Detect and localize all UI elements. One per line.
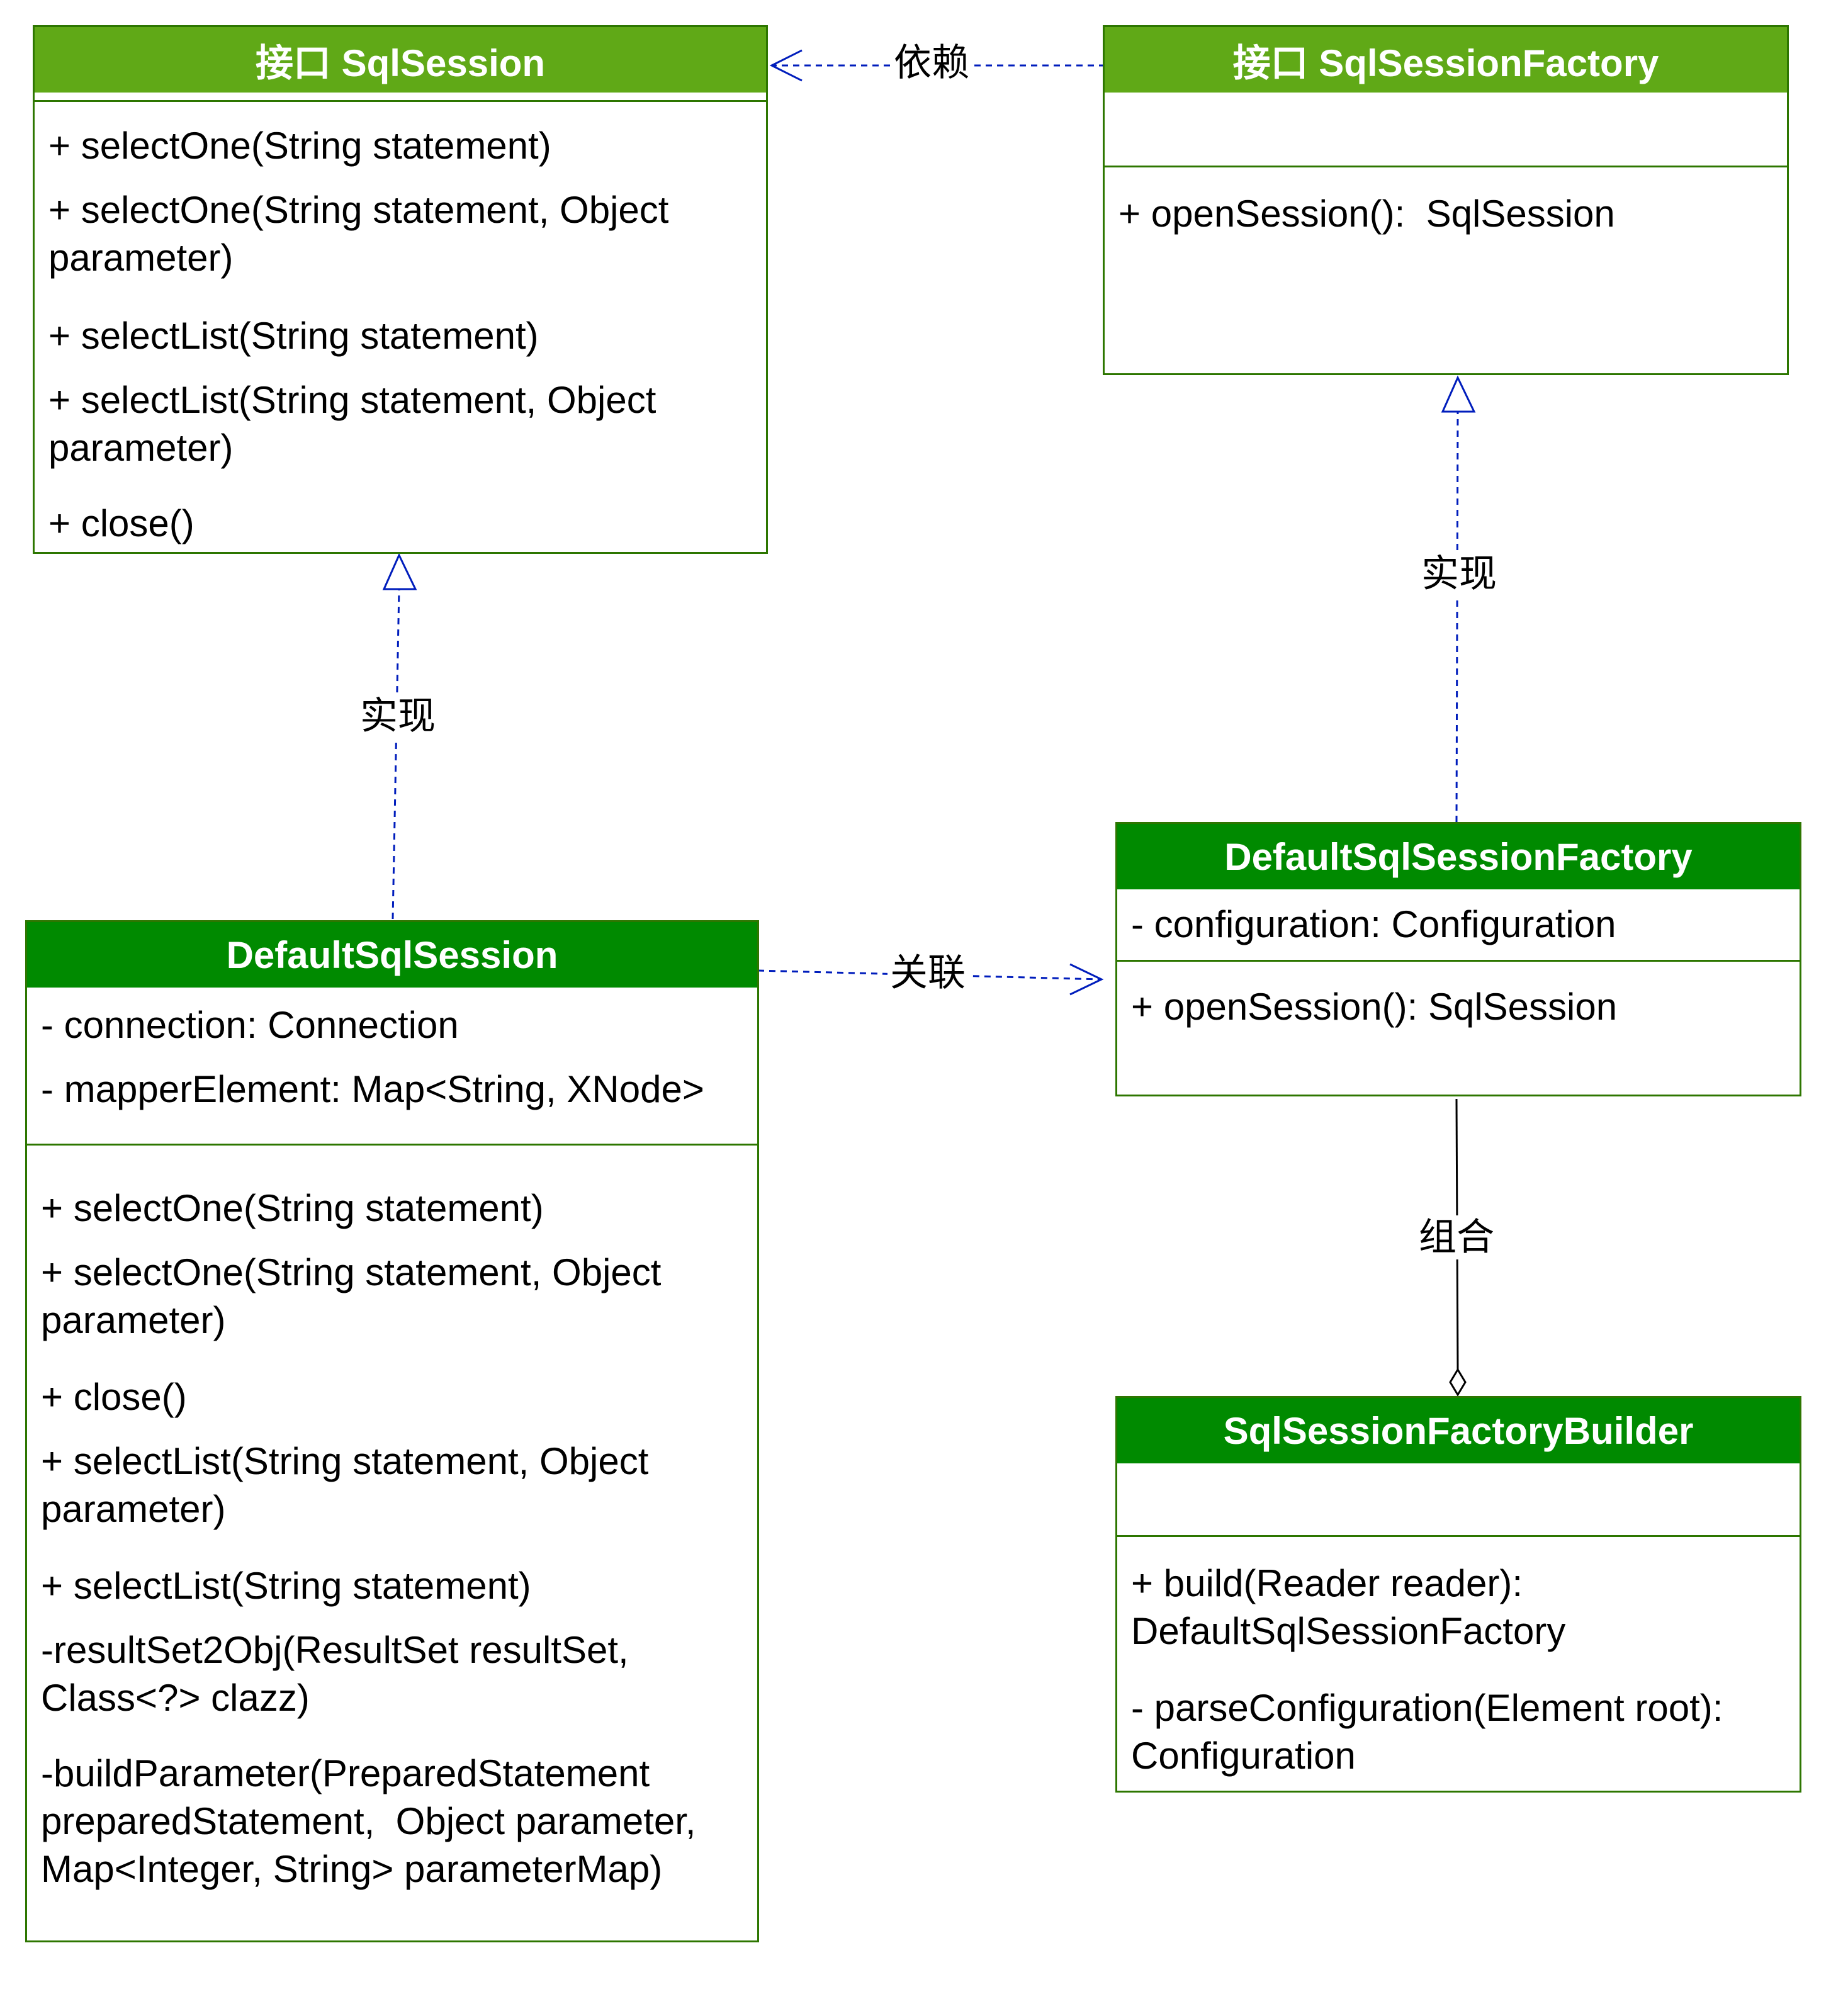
methods-section: + openSession(): SqlSession	[1105, 167, 1787, 369]
attributes-section	[1105, 93, 1787, 166]
attribute-item: - configuration: Configuration	[1131, 903, 1616, 945]
method-item: + selectList(String statement, Object pa…	[41, 1440, 660, 1530]
class-header: 接口 SqlSession	[35, 27, 766, 93]
attributes-section: - configuration: Configuration	[1117, 889, 1800, 960]
dependency-label: 依赖	[891, 41, 972, 85]
class-header: SqlSessionFactoryBuilder	[1117, 1398, 1800, 1463]
method-item: + openSession(): SqlSession	[1131, 986, 1618, 1028]
method-item: + selectOne(String statement)	[48, 125, 551, 167]
class-default-sql-session-factory[interactable]: DefaultSqlSessionFactory - configuration…	[1115, 822, 1801, 1096]
realize-session-arrowhead	[382, 553, 417, 590]
method-item: + selectOne(String statement, Object par…	[41, 1251, 672, 1341]
realize-factory-arrowhead	[1441, 375, 1476, 413]
class-header: DefaultSqlSessionFactory	[1117, 824, 1800, 889]
methods-section: + selectOne(String statement) + selectOn…	[35, 102, 766, 554]
association-arrowhead	[1069, 963, 1104, 996]
section-divider	[1105, 166, 1787, 167]
methods-section: + build(Reader reader): DefaultSqlSessio…	[1117, 1537, 1800, 1789]
section-divider	[35, 100, 766, 102]
attributes-section: - connection: Connection - mapperElement…	[27, 988, 757, 1144]
method-item: + selectList(String statement)	[41, 1565, 531, 1607]
method-item: + build(Reader reader): DefaultSqlSessio…	[1131, 1562, 1566, 1652]
class-sql-session-factory-builder[interactable]: SqlSessionFactoryBuilder + build(Reader …	[1115, 1396, 1801, 1793]
realize-factory-edge[interactable]	[1455, 411, 1459, 823]
realize-session-label: 实现	[358, 694, 438, 738]
method-item: + selectOne(String statement)	[41, 1187, 544, 1229]
realize-factory-label: 实现	[1419, 552, 1499, 596]
composition-diamond	[1449, 1368, 1467, 1397]
method-item: + selectList(String statement)	[48, 315, 539, 357]
dependency-arrowhead	[769, 49, 803, 82]
attributes-section	[1117, 1463, 1800, 1535]
composition-label: 组合	[1416, 1215, 1497, 1259]
method-item: + close()	[41, 1376, 187, 1418]
class-sql-session[interactable]: 接口 SqlSession + selectOne(String stateme…	[33, 25, 768, 554]
section-divider	[1117, 960, 1800, 962]
attributes-section	[35, 93, 766, 100]
class-sql-session-factory[interactable]: 接口 SqlSessionFactory + openSession(): Sq…	[1103, 25, 1789, 375]
method-item: + close()	[48, 502, 194, 544]
method-item: + openSession(): SqlSession	[1118, 193, 1615, 235]
method-item: + selectOne(String statement, Object par…	[48, 189, 680, 279]
class-default-sql-session[interactable]: DefaultSqlSession - connection: Connecti…	[25, 920, 759, 1942]
class-header: DefaultSqlSession	[27, 922, 757, 988]
attribute-item: - mapperElement: Map<String, XNode>	[41, 1068, 704, 1110]
realize-session-edge[interactable]	[392, 588, 400, 920]
method-item: - parseConfiguration(Element root): Conf…	[1131, 1687, 1734, 1777]
association-label: 关联	[887, 951, 968, 995]
methods-section: + selectOne(String statement) + selectOn…	[27, 1146, 757, 1939]
attribute-item: - connection: Connection	[41, 1004, 459, 1046]
method-item: -resultSet2Obj(ResultSet resultSet, Clas…	[41, 1629, 639, 1719]
section-divider	[1117, 1535, 1800, 1537]
section-divider	[27, 1144, 757, 1146]
methods-section: + openSession(): SqlSession	[1117, 962, 1800, 1093]
class-header: 接口 SqlSessionFactory	[1105, 27, 1787, 93]
method-item: + selectList(String statement, Object pa…	[48, 379, 667, 469]
method-item: -buildParameter(PreparedStatement prepar…	[41, 1752, 707, 1890]
